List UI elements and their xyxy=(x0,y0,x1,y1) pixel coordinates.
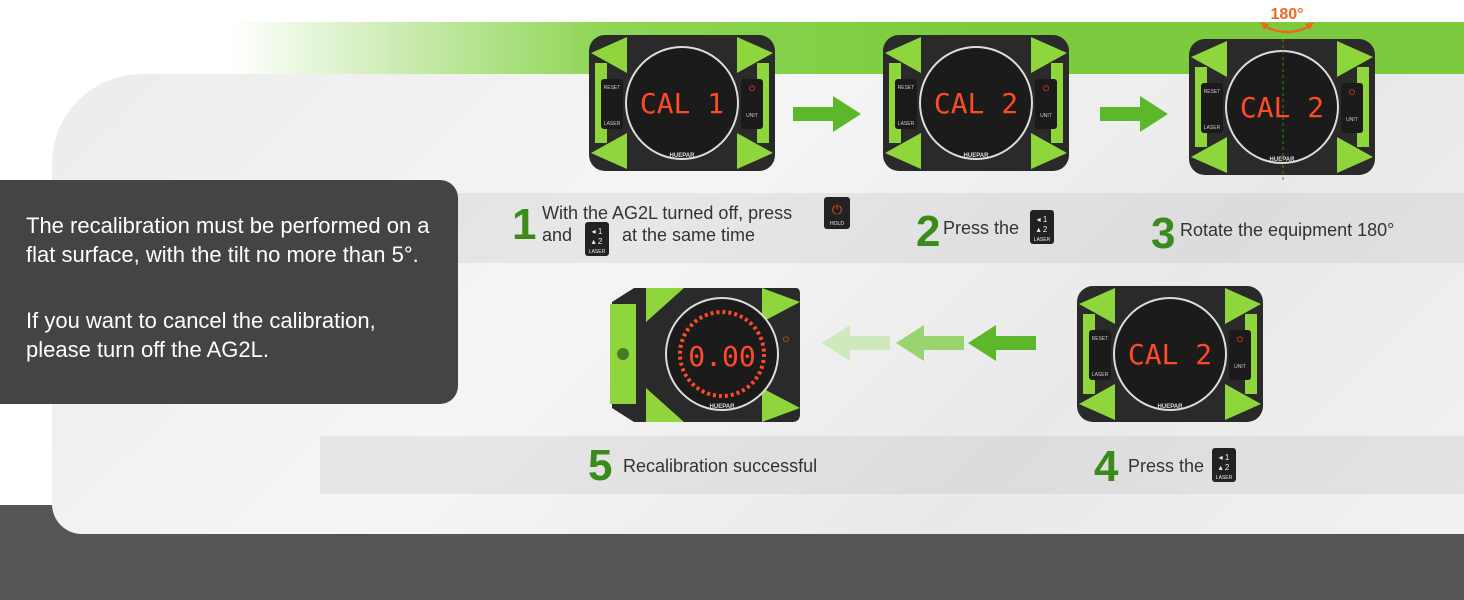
step-4-number: 4 xyxy=(1094,442,1119,491)
display-readout: CAL 1 xyxy=(640,87,724,120)
device-step-4: RESET LASER ⏻ UNIT HUEPAR CAL 2 xyxy=(1075,284,1265,424)
svg-text:HOLD: HOLD xyxy=(830,221,844,227)
step-4-text: Press the xyxy=(1128,456,1205,476)
arrow-right-icon xyxy=(1100,96,1168,132)
reset-label: RESET xyxy=(604,85,621,91)
device-step-1: RESET LASER ⏻ UNIT HUEPAR CAL 1 xyxy=(587,33,777,173)
svg-text:⏻: ⏻ xyxy=(832,202,842,217)
step-3-number: 3 xyxy=(1151,209,1176,258)
svg-text:◂ 1: ◂ 1 xyxy=(592,227,603,236)
brand-logo: HUEPAR xyxy=(670,153,696,159)
reset-label: RESET xyxy=(898,85,915,91)
laser-label: LASER xyxy=(1204,125,1221,131)
device-step-3: RESET LASER ⏻ UNIT HUEPAR CAL 2 xyxy=(1187,27,1377,182)
svg-text:◂ 1: ◂ 1 xyxy=(1219,453,1230,462)
info-panel: The recalibration must be performed on a… xyxy=(0,180,458,404)
step-5-number: 5 xyxy=(588,441,613,490)
reset-label: RESET xyxy=(1092,336,1109,342)
info-text-cancel: If you want to cancel the calibration, p… xyxy=(26,308,376,362)
display-readout: 0.00 xyxy=(688,340,755,373)
svg-text:⏻: ⏻ xyxy=(1349,88,1356,97)
reset-label: RESET xyxy=(1204,89,1221,95)
svg-text:⏻: ⏻ xyxy=(1043,84,1050,93)
rotate-arrow-icon xyxy=(1260,22,1314,34)
steps-row-1-strip xyxy=(330,193,1464,263)
unit-label: UNIT xyxy=(1234,364,1246,370)
svg-text:⏻: ⏻ xyxy=(783,335,790,344)
step-1-text-b: and xyxy=(542,225,573,245)
display-readout: CAL 2 xyxy=(1240,91,1324,124)
laser-label: LASER xyxy=(898,121,915,127)
display-readout: CAL 2 xyxy=(1128,338,1212,371)
step-1-text-c: at the same time xyxy=(622,225,756,245)
device-step-2: RESET LASER ⏻ UNIT HUEPAR CAL 2 xyxy=(881,33,1071,173)
step-5-text: Recalibration successful xyxy=(623,456,818,476)
svg-text:⏻: ⏻ xyxy=(1237,335,1244,344)
display-readout: CAL 2 xyxy=(934,87,1018,120)
rotate-indicator: 180° xyxy=(1252,6,1322,38)
laser-button-icon: ◂ 1▴ 2 LASER xyxy=(1030,210,1054,249)
arrow-right-icon xyxy=(793,96,861,132)
step-2-number: 2 xyxy=(916,207,941,256)
brand-logo: HUEPAR xyxy=(1270,157,1296,163)
svg-text:▴ 2: ▴ 2 xyxy=(1219,463,1230,472)
laser-label: LASER xyxy=(604,121,621,127)
step-3-text: Rotate the equipment 180° xyxy=(1180,220,1395,240)
svg-text:◂ 1: ◂ 1 xyxy=(1037,215,1048,224)
brand-logo: HUEPAR xyxy=(1158,404,1184,410)
svg-text:LASER: LASER xyxy=(1216,475,1233,481)
step-2-text: Press the xyxy=(943,218,1020,238)
brand-logo: HUEPAR xyxy=(710,404,736,410)
rotate-label: 180° xyxy=(1270,6,1304,23)
svg-text:▴ 2: ▴ 2 xyxy=(592,237,603,246)
steps-row-2-strip xyxy=(320,436,1464,494)
laser-button-icon: ◂ 1▴ 2 LASER xyxy=(1212,448,1236,487)
svg-text:▴ 2: ▴ 2 xyxy=(1037,225,1048,234)
laser-button-icon: ◂ 1▴ 2 LASER xyxy=(585,222,609,261)
laser-label: LASER xyxy=(1092,372,1109,378)
unit-label: UNIT xyxy=(746,113,758,119)
info-text-requirement: The recalibration must be performed on a… xyxy=(26,213,430,267)
step-1-text-a: With the AG2L turned off, press xyxy=(542,203,793,223)
power-hold-button-icon: ⏻ HOLD xyxy=(824,197,850,234)
svg-text:LASER: LASER xyxy=(1034,237,1051,243)
brand-logo: HUEPAR xyxy=(964,153,990,159)
unit-label: UNIT xyxy=(1346,117,1358,123)
device-step-5: 0.00 HUEPAR ⏻ xyxy=(606,282,802,427)
svg-text:LASER: LASER xyxy=(589,249,606,255)
svg-text:⏻: ⏻ xyxy=(749,84,756,93)
arrow-left-icon xyxy=(896,325,964,361)
arrow-left-icon xyxy=(822,325,890,361)
unit-label: UNIT xyxy=(1040,113,1052,119)
step-1-number: 1 xyxy=(512,200,537,249)
arrow-left-icon xyxy=(968,325,1036,361)
